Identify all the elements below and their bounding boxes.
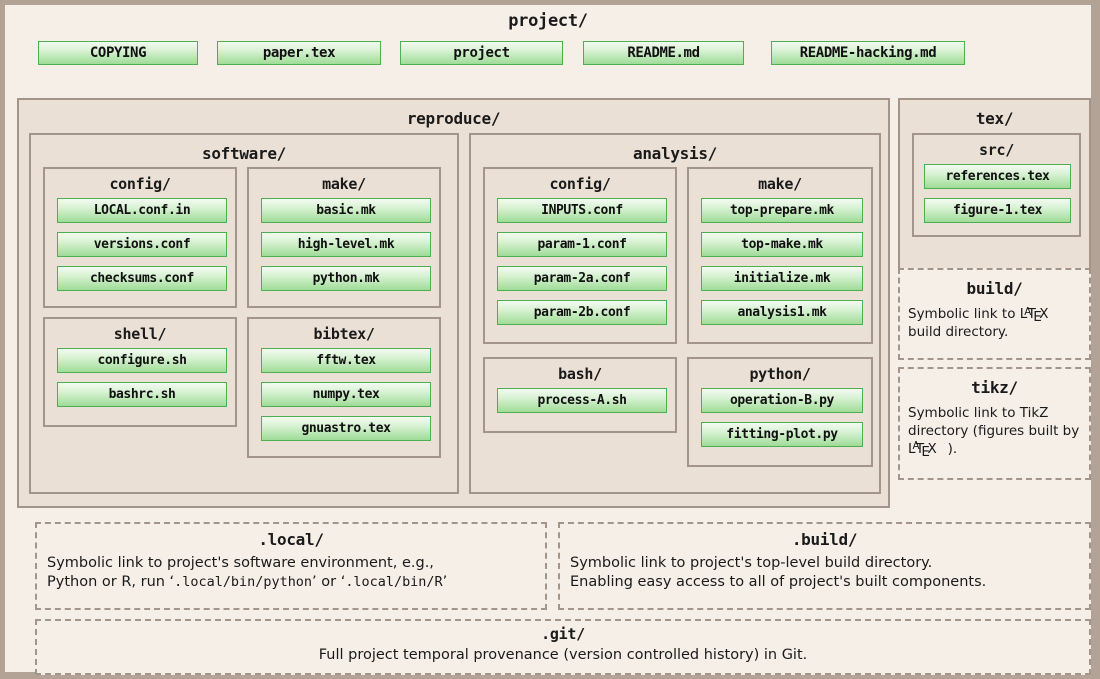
file-chip-operation-b-py[interactable]: operation-B.py bbox=[701, 388, 863, 413]
file-chip-local-conf-in[interactable]: LOCAL.conf.in bbox=[57, 198, 227, 223]
build-desc-line2: Enabling easy access to all of project's… bbox=[570, 574, 987, 591]
file-chip-param-2a-conf[interactable]: param-2a.conf bbox=[497, 266, 667, 291]
directory-title-analysis-config: config/ bbox=[549, 175, 611, 193]
tikz-desc-post: ). bbox=[947, 440, 958, 457]
file-chip-analysis1-mk[interactable]: analysis1.mk bbox=[701, 300, 863, 325]
root-directory-title: project/ bbox=[508, 11, 588, 31]
file-chip-numpy-tex[interactable]: numpy.tex bbox=[261, 382, 431, 407]
directory-title-reproduce: reproduce/ bbox=[406, 109, 501, 128]
symlink-box-tex-build: build/ Symbolic link to LATEX build dire… bbox=[898, 268, 1091, 360]
file-chip-fftw-tex[interactable]: fftw.tex bbox=[261, 348, 431, 373]
file-chip-readme-hacking-md[interactable]: README-hacking.md bbox=[771, 41, 965, 65]
directory-title-analysis-make: make/ bbox=[758, 175, 802, 193]
latex-logo: LATEX bbox=[1019, 305, 1049, 325]
symlink-box-build: .build/ Symbolic link to project's top-l… bbox=[558, 522, 1091, 610]
file-chip-fitting-plot-py[interactable]: fitting-plot.py bbox=[701, 422, 863, 447]
file-chip-top-prepare-mk[interactable]: top-prepare.mk bbox=[701, 198, 863, 223]
local-line2-pre: Python or R, run ‘ bbox=[47, 574, 175, 591]
file-chip-copying[interactable]: COPYING bbox=[38, 41, 198, 65]
symlink-desc-git: Full project temporal provenance (versio… bbox=[318, 647, 808, 663]
file-chip-param-1-conf[interactable]: param-1.conf bbox=[497, 232, 667, 257]
directory-title-analysis: analysis/ bbox=[633, 144, 717, 163]
file-chip-gnuastro-tex[interactable]: gnuastro.tex bbox=[261, 416, 431, 441]
local-path-python: .local/bin/python bbox=[174, 574, 313, 591]
directory-box-software: software/ config/ LOCAL.conf.in versions… bbox=[29, 133, 459, 494]
directory-title-analysis-python: python/ bbox=[749, 365, 811, 383]
directory-title-software: software/ bbox=[202, 144, 286, 163]
directory-box-analysis-python: python/ operation-B.py fitting-plot.py bbox=[687, 357, 873, 467]
directory-box-software-shell: shell/ configure.sh bashrc.sh bbox=[43, 317, 237, 427]
file-chip-paper-tex[interactable]: paper.tex bbox=[217, 41, 381, 65]
directory-box-analysis-config: config/ INPUTS.conf param-1.conf param-2… bbox=[483, 167, 677, 344]
file-chip-python-mk[interactable]: python.mk bbox=[261, 266, 431, 291]
directory-title-software-config: config/ bbox=[109, 175, 171, 193]
local-desc-line2: Python or R, run ‘.local/bin/python’ or … bbox=[47, 573, 537, 592]
file-chip-versions-conf[interactable]: versions.conf bbox=[57, 232, 227, 257]
directory-title-tex-src: src/ bbox=[979, 141, 1014, 159]
directory-box-analysis: analysis/ config/ INPUTS.conf param-1.co… bbox=[469, 133, 881, 494]
directory-title-tex: tex/ bbox=[975, 109, 1014, 128]
directory-box-software-config: config/ LOCAL.conf.in versions.conf chec… bbox=[43, 167, 237, 308]
symlink-box-git: .git/ Full project temporal provenance (… bbox=[35, 619, 1091, 675]
build-desc-line1: Symbolic link to project's top-level bui… bbox=[570, 555, 933, 571]
file-chip-basic-mk[interactable]: basic.mk bbox=[261, 198, 431, 223]
file-chip-references-tex[interactable]: references.tex bbox=[924, 164, 1071, 189]
file-chip-bashrc-sh[interactable]: bashrc.sh bbox=[57, 382, 227, 407]
local-path-r: .local/bin/R bbox=[345, 574, 443, 591]
file-chip-top-make-mk[interactable]: top-make.mk bbox=[701, 232, 863, 257]
local-desc-line1: Symbolic link to project's software envi… bbox=[47, 555, 434, 571]
latex-logo: LATEX bbox=[908, 440, 937, 460]
local-line2-post: ’ bbox=[442, 574, 448, 591]
symlink-box-local: .local/ Symbolic link to project's softw… bbox=[35, 522, 547, 610]
directory-title-software-shell: shell/ bbox=[113, 325, 167, 343]
directory-box-software-bibtex: bibtex/ fftw.tex numpy.tex gnuastro.tex bbox=[247, 317, 441, 458]
file-chip-process-a-sh[interactable]: process-A.sh bbox=[497, 388, 667, 413]
directory-box-analysis-make: make/ top-prepare.mk top-make.mk initial… bbox=[687, 167, 873, 344]
symlink-title-git: .git/ bbox=[541, 625, 585, 643]
symlink-desc-tikz: Symbolic link to TikZ directory (figures… bbox=[908, 405, 1083, 460]
directory-box-analysis-bash: bash/ process-A.sh bbox=[483, 357, 677, 433]
diagram-canvas: project/ COPYING paper.tex project READM… bbox=[5, 5, 1091, 675]
directory-title-software-make: make/ bbox=[322, 175, 366, 193]
directory-box-reproduce: reproduce/ software/ config/ LOCAL.conf.… bbox=[17, 98, 890, 508]
file-chip-param-2b-conf[interactable]: param-2b.conf bbox=[497, 300, 667, 325]
file-chip-figure-1-tex[interactable]: figure-1.tex bbox=[924, 198, 1071, 223]
tikz-desc-pre: Symbolic link to TikZ directory (figures… bbox=[908, 405, 1080, 439]
directory-box-software-make: make/ basic.mk high-level.mk python.mk bbox=[247, 167, 441, 308]
build-desc-post: build directory. bbox=[908, 323, 1009, 340]
directory-box-tex: tex/ src/ references.tex figure-1.tex bbox=[898, 98, 1091, 278]
directory-title-analysis-bash: bash/ bbox=[558, 365, 602, 383]
directory-title-software-bibtex: bibtex/ bbox=[313, 325, 375, 343]
directory-box-tex-src: src/ references.tex figure-1.tex bbox=[912, 133, 1081, 237]
symlink-desc-build-root: Symbolic link to project's top-level bui… bbox=[570, 554, 1081, 592]
file-chip-project[interactable]: project bbox=[400, 41, 563, 65]
local-line2-mid: ’ or ‘ bbox=[312, 574, 346, 591]
file-chip-initialize-mk[interactable]: initialize.mk bbox=[701, 266, 863, 291]
file-chip-inputs-conf[interactable]: INPUTS.conf bbox=[497, 198, 667, 223]
symlink-desc-local: Symbolic link to project's software envi… bbox=[47, 554, 537, 592]
build-desc-pre: Symbolic link to bbox=[908, 306, 1020, 322]
symlink-box-tex-tikz: tikz/ Symbolic link to TikZ directory (f… bbox=[898, 367, 1091, 480]
symlink-desc-build: Symbolic link to LATEX build directory. bbox=[908, 306, 1083, 342]
symlink-title-build: build/ bbox=[966, 279, 1023, 298]
file-chip-configure-sh[interactable]: configure.sh bbox=[57, 348, 227, 373]
symlink-title-tikz: tikz/ bbox=[971, 378, 1018, 397]
symlink-title-build-root: .build/ bbox=[791, 530, 858, 549]
file-chip-readme-md[interactable]: README.md bbox=[583, 41, 744, 65]
file-chip-high-level-mk[interactable]: high-level.mk bbox=[261, 232, 431, 257]
symlink-title-local: .local/ bbox=[258, 530, 324, 549]
file-chip-checksums-conf[interactable]: checksums.conf bbox=[57, 266, 227, 291]
